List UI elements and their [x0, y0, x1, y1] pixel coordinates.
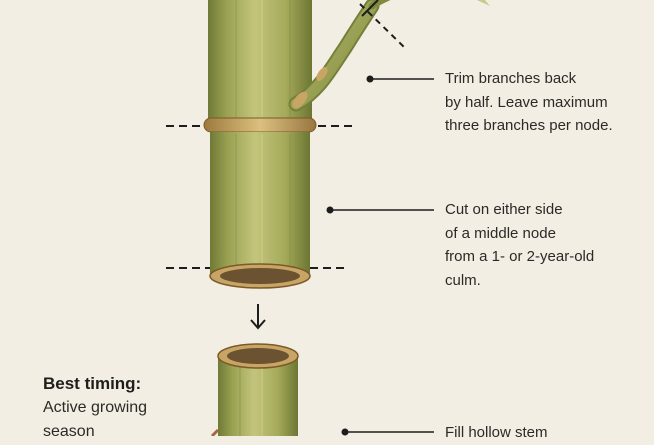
- timing-note: Best timing: Active growing season: [43, 372, 147, 444]
- arrow-down-icon: [250, 304, 266, 330]
- branch-cut-mark-icon: [359, 0, 406, 49]
- bamboo-propagation-illustration: [166, 0, 490, 436]
- planted-cutting: [210, 343, 299, 436]
- note-trim-branches: Trim branches back by half. Leave maximu…: [445, 67, 613, 138]
- leader-fill: [341, 428, 434, 436]
- note-line: Fill hollow stem: [445, 424, 548, 441]
- cutting-segment: [209, 132, 311, 289]
- note-line: by half. Leave maximum: [445, 93, 608, 111]
- note-line: culm.: [445, 271, 481, 289]
- note-line: from a 1- or 2-year-old: [445, 248, 595, 265]
- note-line: Trim branches back: [445, 70, 577, 87]
- upper-node: [203, 117, 317, 133]
- note-fill-stem: Fill hollow stem: [445, 421, 548, 445]
- timing-heading: Best timing:: [43, 374, 142, 393]
- note-line: of a middle node: [445, 224, 556, 242]
- note-line: Cut on either side: [445, 201, 563, 218]
- leader-dot-icon: [366, 75, 374, 83]
- note-line: three branches per node.: [445, 117, 613, 134]
- leader-trim: [366, 75, 434, 83]
- leader-cut: [326, 206, 434, 214]
- leader-dot-icon: [341, 428, 349, 436]
- upper-culm: [208, 0, 312, 122]
- leader-dot-icon: [326, 206, 334, 214]
- timing-line: Active growing: [43, 399, 148, 416]
- timing-line: season: [43, 423, 95, 440]
- note-cut-node: Cut on either side of a middle node from…: [445, 198, 594, 292]
